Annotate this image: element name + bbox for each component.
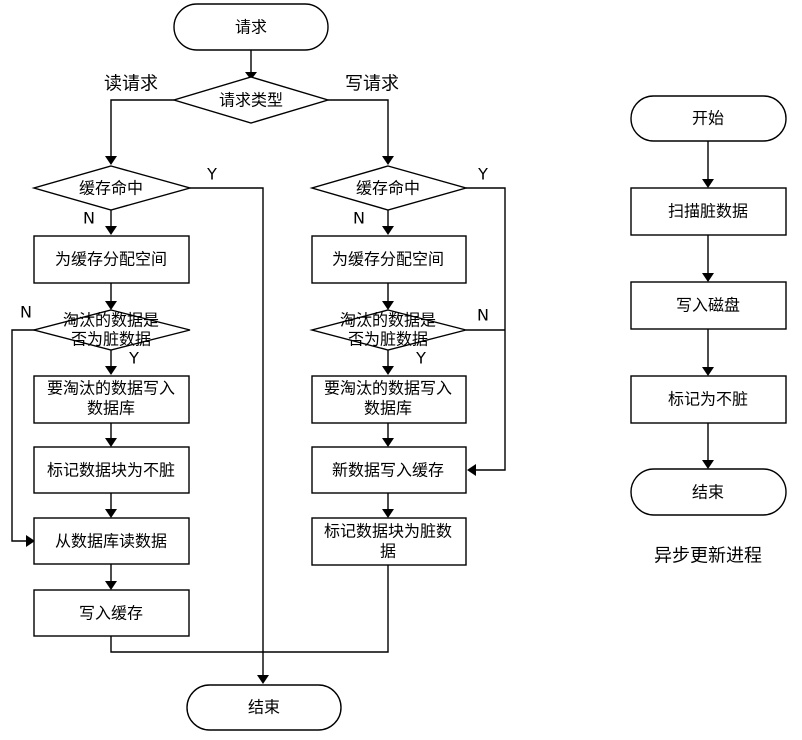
arrowhead: [467, 464, 476, 476]
arrowhead: [702, 179, 714, 188]
arrowhead: [245, 72, 257, 80]
write-cache-hit-label: 缓存命中: [356, 179, 420, 198]
read-evict-yes: Y: [128, 349, 139, 368]
async-mark-clean-label: 标记为不脏: [668, 390, 748, 409]
write-evict-no: N: [477, 306, 489, 325]
arrowhead: [105, 366, 117, 375]
read-alloc-label: 为缓存分配空间: [55, 250, 167, 269]
write-write-db-label-2: 数据库: [364, 399, 412, 418]
start-terminator: [173, 3, 329, 51]
read-write-db-label-1: 要淘汰的数据写入: [47, 379, 175, 398]
arrowhead: [105, 226, 117, 235]
read-mark-clean-box: [33, 446, 190, 494]
read-evict-dirty-label-2: 否为脏数据: [71, 330, 151, 349]
write-write-db-box: [311, 375, 467, 424]
read-cache-hit-yes: Y: [206, 165, 217, 184]
write-write-db-label-1: 要淘汰的数据写入: [324, 379, 452, 398]
async-write-disk-box: [630, 281, 787, 330]
write-evict-dirty-label-1: 淘汰的数据是: [340, 311, 436, 330]
read-branch-label: 读请求: [104, 74, 158, 95]
read-alloc-box: [33, 235, 190, 284]
read-evict-dirty-label-1: 淘汰的数据是: [63, 311, 159, 330]
read-evict-dirty-decision: [31, 309, 191, 351]
async-write-disk-label: 写入磁盘: [676, 296, 740, 315]
write-new-data-label: 新数据写入缓存: [332, 461, 444, 480]
main-flow: 请求 请求类型 读请求 写请求 缓存命中 Y N 为缓存分配空间 淘汰的数据是 …: [20, 3, 489, 731]
edge-write-hit-yes: [466, 187, 506, 471]
read-cache-hit-label: 缓存命中: [79, 179, 143, 198]
arrowhead: [257, 675, 269, 684]
write-alloc-label: 为缓存分配空间: [332, 250, 444, 269]
arrowhead: [105, 438, 117, 447]
edge-write-mark-to-end: [263, 565, 389, 653]
arrowhead: [26, 535, 35, 547]
end-terminator: [186, 684, 342, 731]
edge-type-to-read: [110, 99, 174, 160]
write-branch-label: 写请求: [345, 74, 399, 95]
arrowhead: [382, 301, 394, 310]
write-cache-hit-no: N: [353, 209, 365, 228]
arrowhead: [382, 156, 394, 165]
read-write-cache-box: [33, 589, 190, 637]
arrowhead: [702, 460, 714, 469]
read-mark-clean-label: 标记数据块为不脏: [47, 461, 175, 480]
arrowhead: [382, 509, 394, 518]
read-read-db-box: [33, 517, 190, 565]
write-mark-dirty-label-2: 据: [380, 542, 396, 561]
async-start-terminator: [630, 95, 787, 142]
edge-read-hit-yes-to-end: [190, 187, 264, 679]
start-label: 请求: [235, 18, 267, 37]
connectors: [11, 50, 714, 684]
read-read-db-label: 从数据库读数据: [55, 532, 167, 551]
edge-type-to-write: [328, 99, 389, 160]
arrowhead: [105, 301, 117, 310]
request-type-label: 请求类型: [219, 91, 283, 110]
read-cache-hit-decision: [31, 165, 193, 211]
async-end-label: 结束: [692, 483, 724, 502]
arrowhead: [105, 581, 117, 590]
edge-read-evict-no: [11, 329, 36, 542]
async-end-terminator: [630, 468, 787, 516]
arrowhead: [702, 367, 714, 376]
request-type-decision: [171, 76, 331, 124]
write-new-data-box: [311, 446, 467, 494]
edge-read-writecache-to-end: [110, 636, 263, 653]
async-scan-label: 扫描脏数据: [668, 202, 748, 221]
arrowhead: [702, 273, 714, 282]
arrowhead: [105, 156, 117, 165]
write-evict-dirty-decision: [309, 309, 467, 351]
write-mark-dirty-box: [311, 517, 467, 566]
read-cache-hit-no: N: [83, 209, 95, 228]
async-caption: 异步更新进程: [654, 546, 762, 567]
read-write-db-box: [33, 375, 190, 424]
write-evict-dirty-label-2: 否为脏数据: [348, 330, 428, 349]
async-mark-clean-box: [630, 375, 787, 424]
read-write-db-label-2: 数据库: [87, 399, 135, 418]
arrowhead: [382, 438, 394, 447]
write-mark-dirty-label-1: 标记数据块为脏数: [324, 522, 452, 541]
write-evict-yes: Y: [415, 349, 426, 368]
arrowhead: [105, 509, 117, 518]
async-scan-box: [630, 187, 787, 236]
async-update-process: 开始 扫描脏数据 写入磁盘 标记为不脏 结束 异步更新进程: [630, 95, 787, 567]
read-write-cache-label: 写入缓存: [79, 604, 143, 623]
arrowhead: [382, 226, 394, 235]
write-cache-hit-yes: Y: [477, 165, 488, 184]
async-start-label: 开始: [692, 109, 724, 128]
arrowhead: [382, 366, 394, 375]
read-evict-no: N: [20, 303, 32, 322]
write-cache-hit-decision: [309, 165, 469, 211]
end-label: 结束: [248, 698, 280, 717]
write-alloc-box: [311, 235, 467, 284]
